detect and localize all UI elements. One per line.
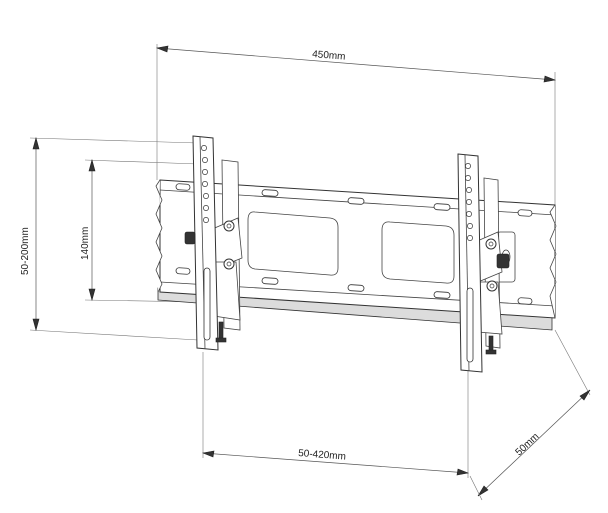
bracket-hole bbox=[201, 145, 207, 151]
wall-plate bbox=[155, 179, 557, 331]
plate-slot bbox=[517, 297, 533, 305]
dim-depth-label: 50mm bbox=[514, 431, 542, 458]
bracket-hole bbox=[203, 205, 209, 211]
plate-slot bbox=[261, 189, 279, 197]
plate-slot bbox=[347, 284, 365, 292]
plate-slot bbox=[347, 197, 365, 205]
bracket-hole bbox=[467, 223, 473, 229]
bracket-hole bbox=[466, 211, 472, 217]
bracket-hole bbox=[202, 157, 208, 163]
bracket-hole bbox=[203, 217, 209, 223]
plate-slot bbox=[433, 291, 451, 299]
dim-vertical-inner-label: 140mm bbox=[80, 227, 91, 260]
dim-overall-width-label: 450mm bbox=[312, 49, 346, 63]
bracket-hole bbox=[465, 175, 471, 181]
left-tv-bracket bbox=[184, 135, 243, 351]
plate-slot bbox=[175, 267, 191, 275]
dim-bracket-spacing-label: 50-420mm bbox=[298, 448, 347, 463]
plate-slot bbox=[175, 183, 191, 191]
bracket-hole bbox=[203, 193, 209, 199]
bracket-hole bbox=[466, 187, 472, 193]
bracket-hole bbox=[202, 169, 208, 175]
bracket-hole bbox=[466, 199, 472, 205]
bracket-hole bbox=[465, 163, 471, 169]
plate-slot bbox=[517, 209, 533, 217]
plate-cutout bbox=[381, 221, 455, 284]
dimension-lines bbox=[32, 45, 591, 501]
plate-slot bbox=[261, 277, 279, 285]
right-tv-bracket bbox=[457, 153, 510, 373]
bracket-hole bbox=[467, 235, 473, 241]
dim-vertical-range-label: 50-200mm bbox=[20, 227, 31, 275]
extension-lines bbox=[29, 44, 591, 478]
plate-cutout bbox=[247, 211, 339, 276]
plate-slot bbox=[433, 203, 451, 211]
bracket-hole bbox=[202, 181, 208, 187]
